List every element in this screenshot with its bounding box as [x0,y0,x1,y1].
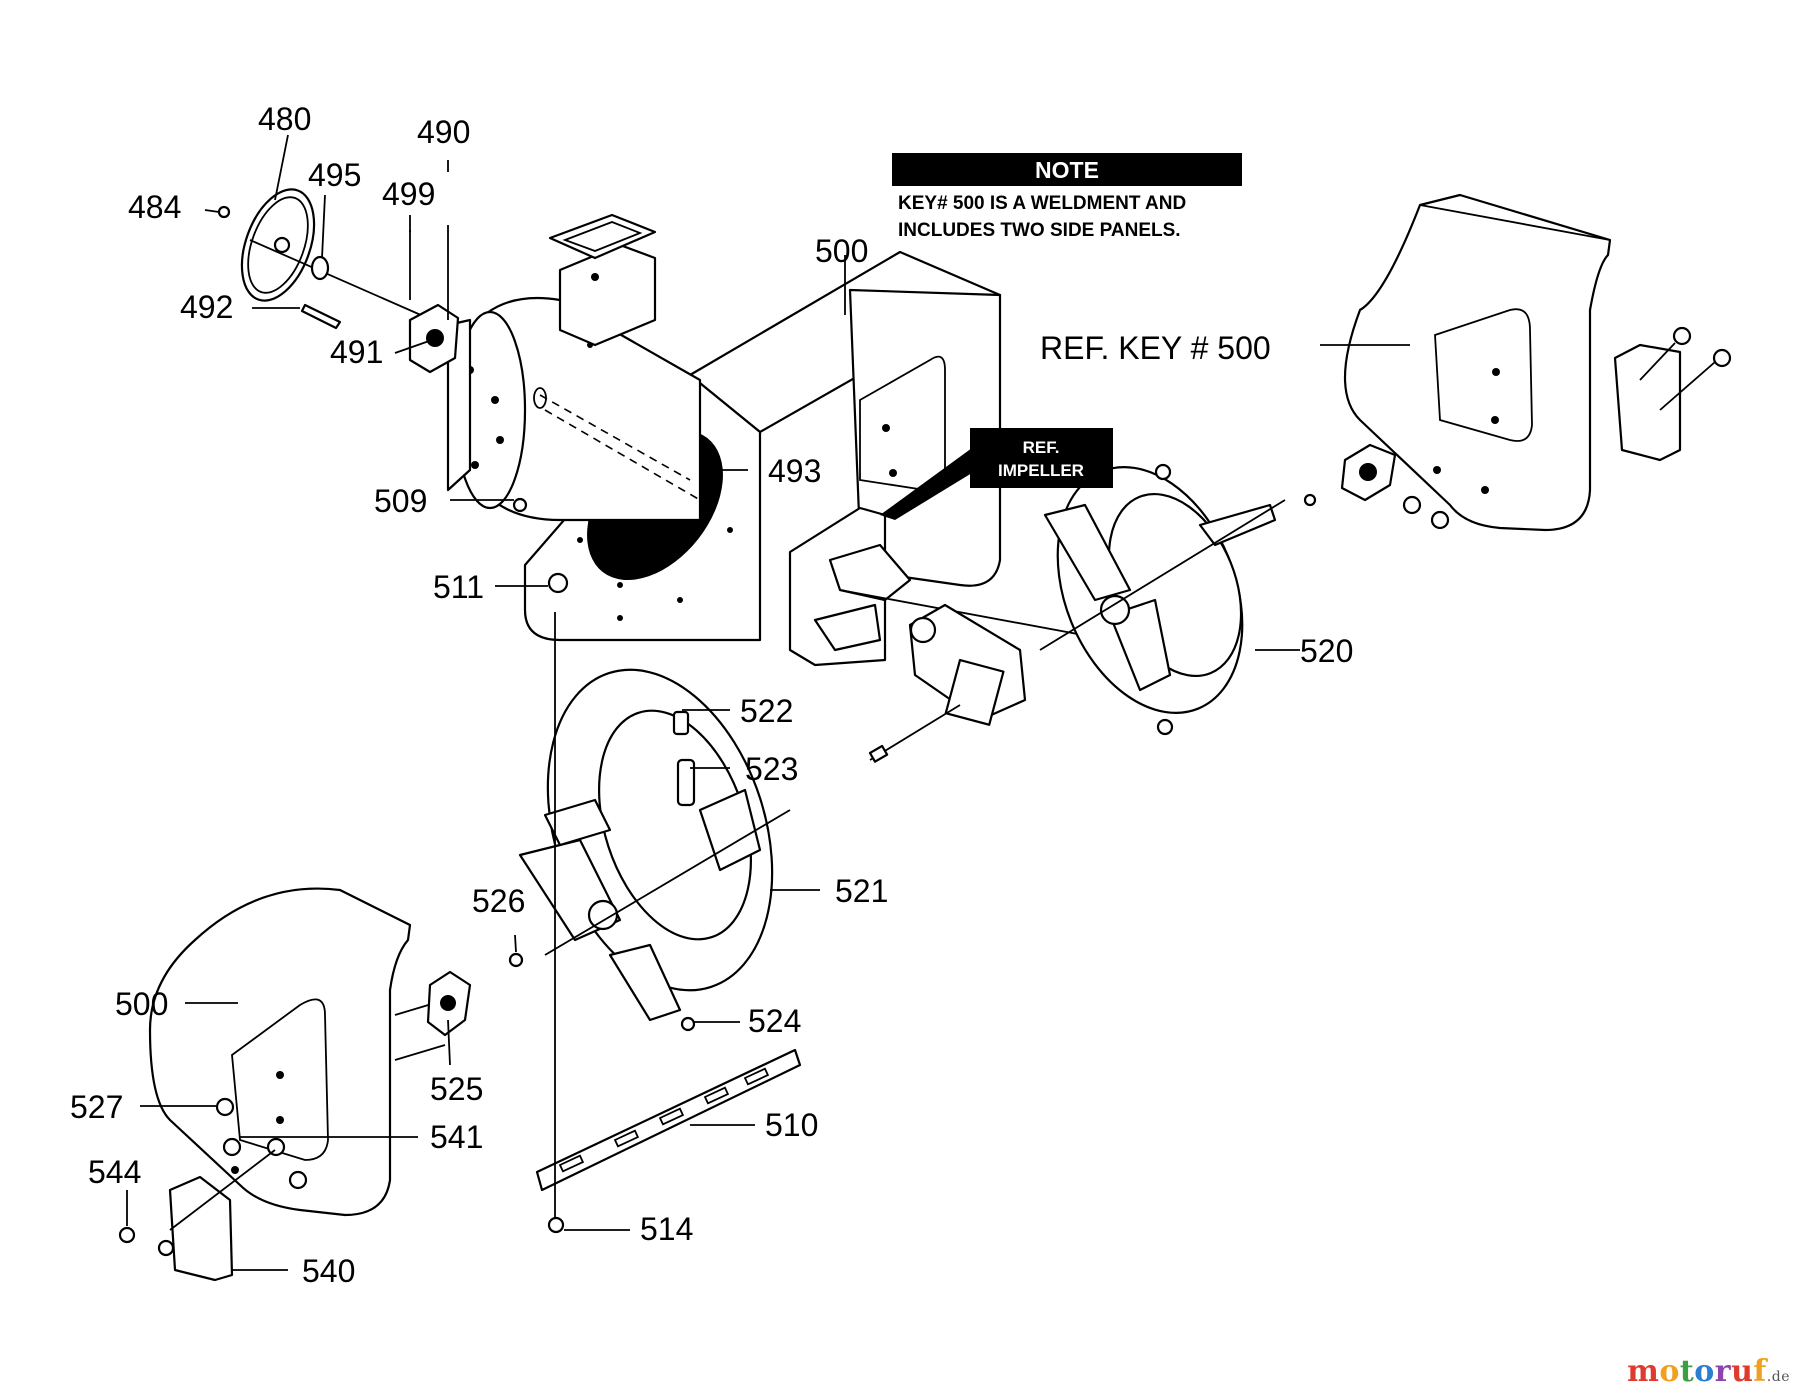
gearbox [839,589,1111,726]
callout-labels: 480 484 495 499 490 492 491 500 493 509 … [70,101,1353,1289]
callout-523: 523 [745,751,798,787]
bolt-right-2 [1430,510,1450,530]
pulley-480 [240,188,456,331]
note-heading-bar [892,153,1242,186]
watermark-letter: f [1753,1354,1767,1389]
nut-484 [217,205,231,219]
callout-509: 509 [374,483,427,519]
callout-499: 499 [382,176,435,212]
nut-544 [118,1226,136,1244]
note-heading: NOTE [1035,157,1099,183]
callout-492: 492 [180,289,233,325]
ref-impeller-line-1: REF. [1023,438,1060,457]
impeller [788,506,912,667]
watermark-tld: .de [1766,1369,1790,1385]
callout-524: 524 [748,1003,801,1039]
watermark-letter: m [1627,1354,1660,1389]
skid-right [1613,343,1682,462]
note-line-1: KEY# 500 IS A WELDMENT AND [898,193,1186,214]
watermark-letter: t [1679,1354,1695,1389]
callout-520: 520 [1300,633,1353,669]
note-line-2: INCLUDES TWO SIDE PANELS. [898,220,1181,241]
ref-impeller-box: REF. IMPELLER [880,428,1113,520]
callout-484: 484 [128,189,181,225]
bolt-right-1 [1402,495,1422,515]
side-panel-left [148,887,412,1217]
ref-key-label: REF. KEY # 500 [1040,330,1271,366]
callout-495: 495 [308,157,361,193]
callout-522: 522 [740,693,793,729]
callout-490: 490 [417,114,470,150]
watermark-logo: motoruf.de [1627,1354,1790,1389]
callout-544: 544 [88,1154,141,1190]
side-panel-right [1343,193,1612,532]
watermark-letter: r [1714,1354,1732,1389]
bolt-522 [672,710,690,736]
nut-right-2 [1712,348,1732,368]
washer-526 [508,952,524,968]
callout-526: 526 [472,883,525,919]
callout-480: 480 [258,101,311,137]
nut-524 [680,1016,696,1032]
watermark-letter: u [1731,1354,1754,1389]
shave-plate-510 [535,1048,802,1192]
callout-525: 525 [430,1071,483,1107]
callout-541: 541 [430,1119,483,1155]
key-492 [300,303,342,330]
callout-521: 521 [835,873,888,909]
callout-491: 491 [330,334,383,370]
nut-514 [547,1216,565,1234]
washer-right [1303,493,1317,507]
bolt-527 [215,1097,235,1117]
callout-493: 493 [768,453,821,489]
callout-514: 514 [640,1211,693,1247]
bolt-541-c [288,1170,308,1190]
watermark-letter: o [1694,1354,1715,1389]
watermark-letter: o [1659,1354,1680,1389]
auger-520 [1039,463,1286,736]
nut-right-1 [1672,326,1692,346]
bearing-495 [310,255,330,281]
bolt-541-a [222,1137,242,1157]
bolt-509 [512,497,528,513]
callout-500-left: 500 [115,986,168,1022]
bolt-541-b [266,1137,286,1157]
callout-511: 511 [433,569,484,605]
callout-527: 527 [70,1089,123,1125]
housing-500 [446,213,1002,642]
leader-lines [126,134,1300,1271]
note-box: NOTE KEY# 500 IS A WELDMENT AND INCLUDES… [892,153,1242,241]
callout-540: 540 [302,1253,355,1289]
bolt-511 [547,572,569,594]
spacer-523 [676,758,696,807]
callout-510: 510 [765,1107,818,1143]
ref-impeller-line-2: IMPELLER [998,461,1084,480]
skid-540 [168,1175,234,1282]
callout-500-top: 500 [815,233,868,269]
